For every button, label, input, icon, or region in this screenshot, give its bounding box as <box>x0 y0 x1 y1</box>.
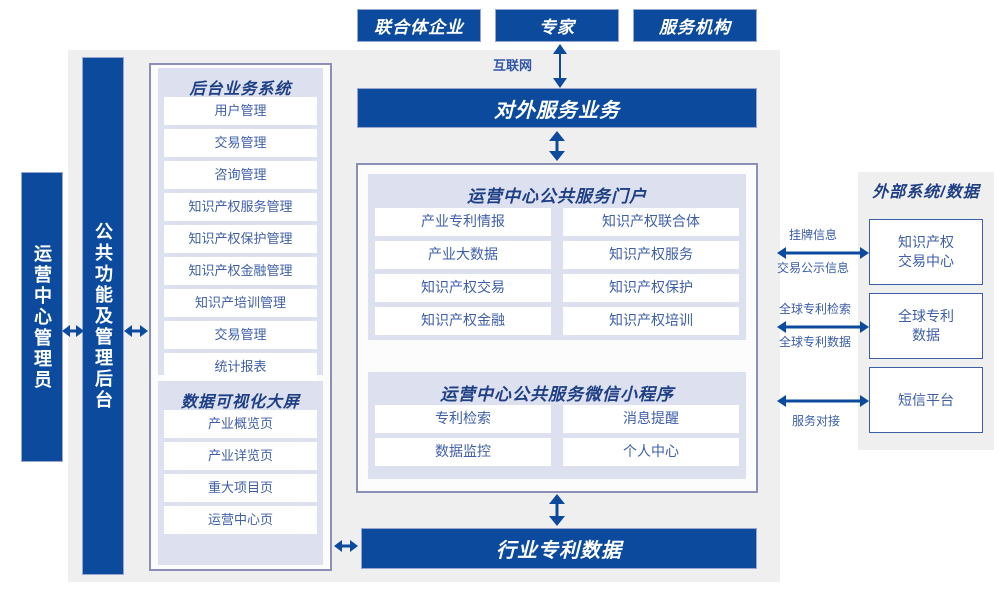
backend-item[interactable]: 知识产权服务管理 <box>164 193 317 221</box>
miniprogram-item[interactable]: 数据监控 <box>375 438 551 466</box>
backend-to-systems-arrow <box>124 322 148 340</box>
link-arrow-ip-exchange <box>777 244 869 262</box>
link-arrow-global-patent <box>777 318 869 336</box>
portal-item[interactable]: 产业专利情报 <box>375 208 551 236</box>
role-bar-admin[interactable]: 运营中心管理员 <box>21 172 63 462</box>
role-bar-common-backend[interactable]: 公共功能及管理后台 <box>82 57 124 575</box>
admin-to-backend-arrow <box>62 322 84 340</box>
backend-item[interactable]: 知识产权金融管理 <box>164 257 317 285</box>
miniprogram-item-grid: 专利检索 消息提醒 数据监控 个人中心 <box>375 405 739 466</box>
external-service-label: 对外服务业务 <box>494 99 620 122</box>
portal-title: 运营中心公共服务门户 <box>467 187 647 206</box>
service-to-portal-arrow <box>547 131 567 161</box>
data-visual-item[interactable]: 产业概览页 <box>164 410 317 438</box>
external-system-box-sms[interactable]: 短信平台 <box>869 367 983 433</box>
link-label-top: 挂牌信息 <box>789 228 838 242</box>
backend-item[interactable]: 知识产权保护管理 <box>164 225 317 253</box>
actor-box-expert[interactable]: 专家 <box>495 9 619 42</box>
actor-box-service-org[interactable]: 服务机构 <box>633 9 757 42</box>
data-visual-item-list: 产业概览页 产业详览页 重大项目页 运营中心页 <box>164 410 317 534</box>
backend-system-title: 后台业务系统 <box>189 81 292 98</box>
portal-item-grid: 产业专利情报 知识产权联合体 产业大数据 知识产权服务 知识产权交易 知识产权保… <box>375 208 739 335</box>
backend-item[interactable]: 咨询管理 <box>164 161 317 189</box>
industry-patent-data-bar[interactable]: 行业专利数据 <box>361 528 757 569</box>
external-system-label-line2: 交易中心 <box>898 253 954 269</box>
data-visual-title: 数据可视化大屏 <box>180 394 300 411</box>
external-service-bar[interactable]: 对外服务业务 <box>357 88 757 128</box>
portal-to-bottom-arrow <box>547 494 567 526</box>
actor-label: 专家 <box>539 18 575 37</box>
external-system-label-line1: 知识产权 <box>898 234 954 251</box>
portal-item[interactable]: 知识产权保护 <box>563 274 739 302</box>
portal-item[interactable]: 知识产权培训 <box>563 307 739 335</box>
backend-item[interactable]: 交易管理 <box>164 321 317 349</box>
actor-label: 联合体企业 <box>374 18 464 37</box>
external-system-box-global-patent[interactable]: 全球专利 数据 <box>869 293 983 359</box>
backend-system-item-list: 用户管理 交易管理 咨询管理 知识产权服务管理 知识产权保护管理 知识产权金融管… <box>164 97 317 381</box>
role-common-backend-label: 公共功能及管理后台 <box>93 221 113 411</box>
backend-item[interactable]: 用户管理 <box>164 97 317 125</box>
data-visual-item[interactable]: 运营中心页 <box>164 506 317 534</box>
portal-item[interactable]: 知识产权交易 <box>375 274 551 302</box>
portal-item[interactable]: 产业大数据 <box>375 241 551 269</box>
link-label-bottom: 服务对接 <box>792 414 841 428</box>
role-admin-label: 运营中心管理员 <box>32 243 52 391</box>
portal-item[interactable]: 知识产权金融 <box>375 307 551 335</box>
data-visual-item[interactable]: 产业详览页 <box>164 442 317 470</box>
industry-patent-data-label: 行业专利数据 <box>496 540 622 562</box>
dataviz-to-bottom-arrow <box>334 537 358 555</box>
external-system-label-line1: 短信平台 <box>898 392 954 408</box>
portal-item[interactable]: 知识产权服务 <box>563 241 739 269</box>
internet-label: 互联网 <box>493 58 533 73</box>
backend-item[interactable]: 交易管理 <box>164 129 317 157</box>
miniprogram-item[interactable]: 消息提醒 <box>563 405 739 433</box>
link-label-bottom: 交易公示信息 <box>777 261 850 275</box>
external-system-label-line1: 全球专利 <box>898 308 954 325</box>
miniprogram-title: 运营中心公共服务微信小程序 <box>440 385 674 404</box>
external-system-label-line2: 数据 <box>912 327 940 343</box>
portal-item[interactable]: 知识产权联合体 <box>563 208 739 236</box>
miniprogram-item[interactable]: 个人中心 <box>563 438 739 466</box>
data-visual-item[interactable]: 重大项目页 <box>164 474 317 502</box>
link-label-bottom: 全球专利数据 <box>779 335 852 349</box>
actor-box-consortium[interactable]: 联合体企业 <box>357 9 481 42</box>
actor-label: 服务机构 <box>659 18 731 37</box>
external-system-box-ip-exchange[interactable]: 知识产权 交易中心 <box>869 219 983 285</box>
backend-item[interactable]: 统计报表 <box>164 353 317 381</box>
backend-item[interactable]: 知识产培训管理 <box>164 289 317 317</box>
link-arrow-sms <box>777 392 869 410</box>
internet-arrow <box>551 44 569 88</box>
link-label-top: 全球专利检索 <box>779 302 852 316</box>
external-systems-title: 外部系统/数据 <box>872 184 980 201</box>
miniprogram-item[interactable]: 专利检索 <box>375 405 551 433</box>
